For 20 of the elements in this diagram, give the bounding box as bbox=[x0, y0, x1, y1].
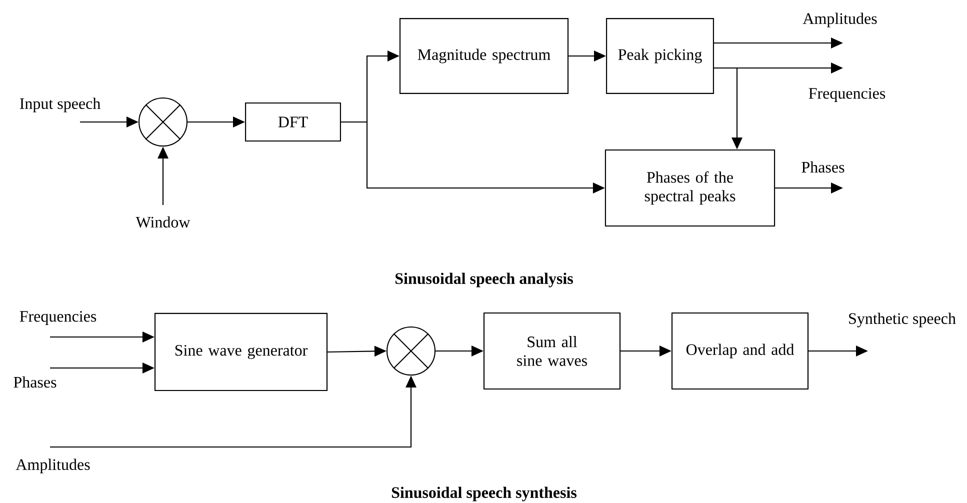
signal-label: Phases bbox=[802, 161, 844, 173]
process-box: Magnitude spectrum bbox=[399, 18, 569, 94]
process-box: Sine wave generator bbox=[154, 312, 328, 392]
process-box: Peak picking bbox=[606, 18, 714, 94]
signal-label: Frequencies bbox=[20, 310, 96, 325]
diagram-caption: Sinusoidal speech analysis bbox=[396, 272, 573, 288]
signal-label: Amplitudes bbox=[802, 12, 877, 28]
process-box: Sum all sine waves bbox=[483, 312, 621, 390]
process-box: DFT bbox=[245, 102, 341, 142]
process-box: Phases of the spectral peaks bbox=[604, 149, 776, 227]
multiplier-symbol bbox=[386, 326, 436, 376]
signal-label: Synthetic speech bbox=[849, 312, 956, 328]
signal-label: Amplitudes bbox=[16, 458, 90, 474]
diagram-caption: Sinusoidal speech synthesis bbox=[392, 486, 577, 502]
signal-label: Frequencies bbox=[808, 88, 886, 102]
process-box: Overlap and add bbox=[671, 312, 809, 390]
multiplier-symbol bbox=[138, 97, 188, 147]
signal-label: Window bbox=[136, 216, 190, 228]
signal-label: Phases bbox=[14, 376, 56, 388]
signal-label: Input speech bbox=[20, 98, 100, 112]
